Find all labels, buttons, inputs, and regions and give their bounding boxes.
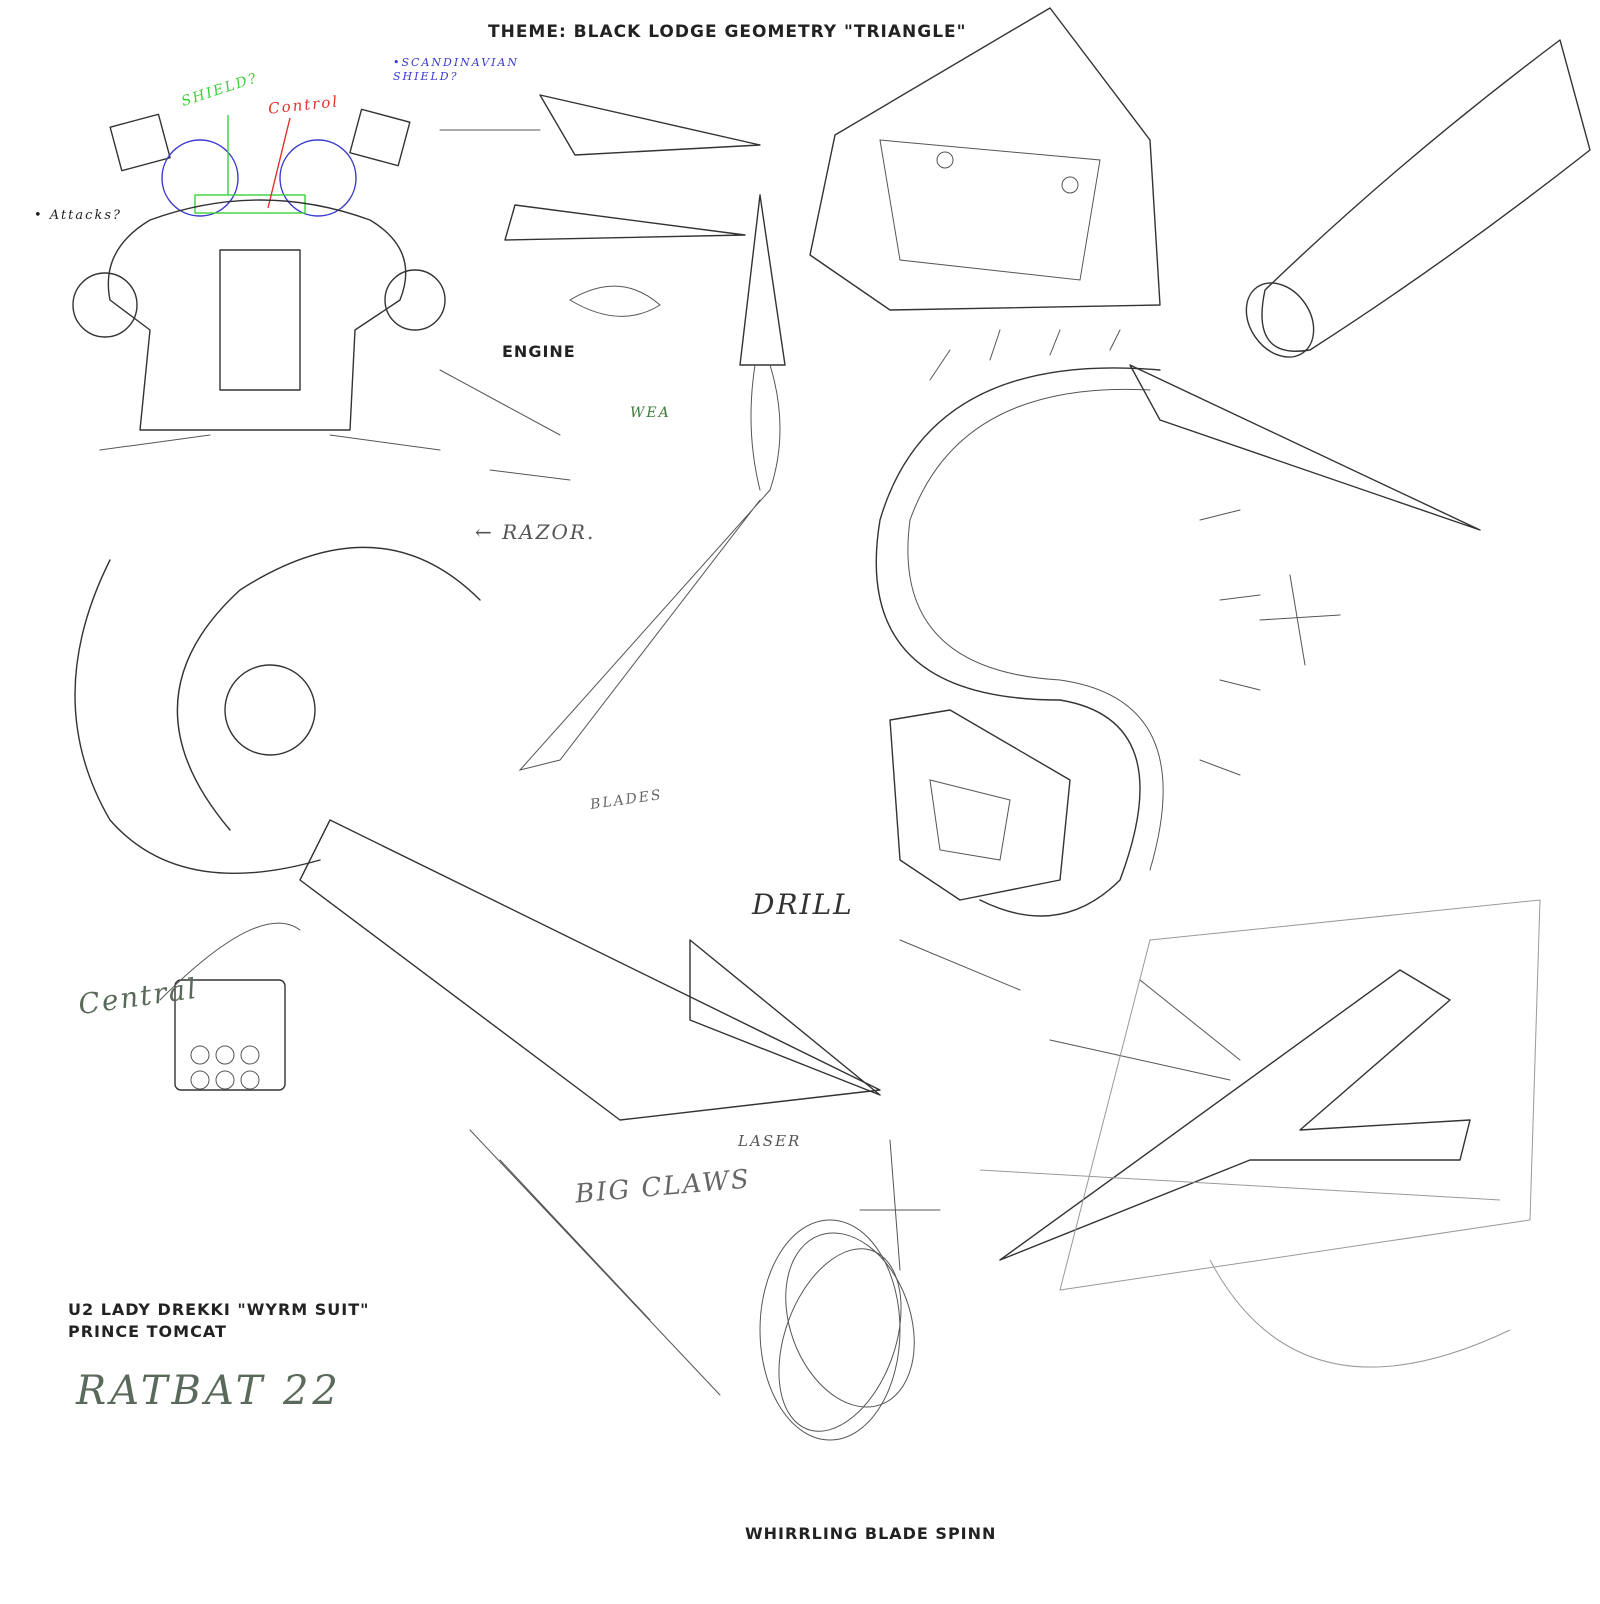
mech-front-sketch <box>72 108 446 451</box>
weapon-note: WEA <box>630 405 671 421</box>
credit-line-2: PRINCE TOMCAT <box>68 1322 227 1341</box>
wyrm-rider-sketch <box>889 709 1071 991</box>
triangle-ship-sketches <box>439 94 786 491</box>
jet-sketch <box>979 899 1541 1368</box>
attacks-note: • Attacks? <box>34 208 122 223</box>
wyrm-suit-sketch <box>74 489 881 1396</box>
engine-label: ENGINE <box>502 342 576 361</box>
drill-note: DRILL <box>752 888 854 921</box>
credit-line-1: U2 LADY DREKKI "WYRM SUIT" <box>68 1300 370 1319</box>
bottom-caption: WHIRRLING BLADE SPINN <box>745 1524 997 1543</box>
triangle-machine-sketch <box>809 7 1161 311</box>
whirl-scribble-sketch <box>759 1139 941 1441</box>
theme-title: THEME: BLACK LODGE GEOMETRY "TRIANGLE" <box>488 22 967 42</box>
wyrm-coil-sketch <box>875 329 1481 917</box>
capsule-sketch <box>1245 39 1591 358</box>
razor-note: ← RAZOR. <box>475 520 596 544</box>
scandinavian-shield-note: •SCANDINAVIAN SHIELD? <box>393 56 520 83</box>
artist-signature: RATBAT 22 <box>76 1368 342 1414</box>
laser-note: LASER <box>738 1132 802 1150</box>
